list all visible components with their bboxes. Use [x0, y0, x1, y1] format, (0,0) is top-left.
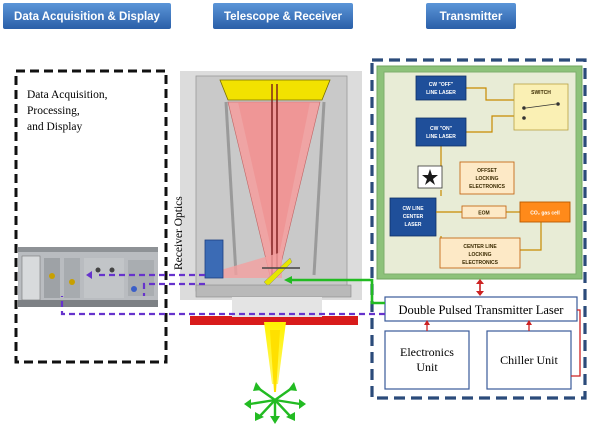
center-locking-label-3: ELECTRONICS: [462, 260, 499, 266]
transmit-beam-path: [290, 278, 385, 305]
cw-off-laser-box: CW "OFF" LINE LASER: [415, 75, 467, 101]
receiver-detector-box: [204, 239, 224, 279]
header-transmitter: Transmitter: [426, 3, 516, 29]
daq-rack-image: [18, 247, 158, 307]
panel-to-laser-arrow: [476, 279, 484, 296]
switch-label: SWITCH: [531, 90, 551, 96]
electronics-unit-label-2: Unit: [416, 360, 438, 374]
unit-connectors: [424, 309, 581, 377]
cw-center-label-3: LASER: [405, 222, 422, 228]
header-data-acquisition: Data Acquisition & Display: [3, 3, 171, 29]
panel-connections: [418, 87, 542, 251]
cw-on-laser-box: CW "ON" LINE LASER: [415, 117, 467, 147]
co2-gas-cell-box: CO₂ gas cell: [519, 201, 571, 223]
transmitter-dashed-box: [370, 58, 587, 400]
electronics-unit-label-1: Electronics: [400, 345, 454, 359]
offset-label-1: OFFSET: [477, 168, 497, 174]
center-locking-box: CENTER LINE LOCKING ELECTRONICS: [439, 237, 521, 269]
cw-center-label-1: CW LINE: [402, 206, 424, 212]
co2-label: CO₂ gas cell: [530, 211, 560, 217]
cw-on-label-1: CW "ON": [430, 126, 453, 132]
center-locking-label-2: LOCKING: [468, 252, 491, 258]
eom-box: EOM: [461, 205, 507, 219]
telescope-assembly: [180, 71, 362, 325]
transmitter-laser-label: Double Pulsed Transmitter Laser: [399, 303, 565, 317]
header-telescope: Telescope & Receiver: [213, 3, 353, 29]
receiver-optics-label: Receiver Optics: [173, 196, 185, 270]
daq-label-line1: Data Acquisition,: [27, 89, 108, 101]
header-telescope-label: Telescope & Receiver: [224, 11, 343, 23]
cw-off-label-1: CW "OFF": [429, 82, 454, 88]
daq-dashed-box: [14, 69, 168, 364]
offset-label-3: ELECTRONICS: [469, 184, 506, 190]
scatter-arrows: [244, 382, 306, 424]
header-transmitter-label: Transmitter: [440, 11, 503, 23]
chiller-unit-box: Chiller Unit: [486, 330, 572, 390]
mixer-star-icon: [417, 165, 443, 189]
electronics-unit-box: Electronics Unit: [384, 330, 470, 390]
switch-box: SWITCH: [513, 83, 569, 131]
cw-off-label-2: LINE LASER: [426, 90, 456, 96]
eom-label: EOM: [478, 211, 489, 217]
daq-label-line3: and Display: [27, 121, 83, 133]
daq-label-line2: Processing,: [27, 105, 80, 117]
offset-locking-box: OFFSET LOCKING ELECTRONICS: [459, 161, 515, 195]
center-locking-label-1: CENTER LINE: [463, 244, 497, 250]
transmitter-laser-box: Double Pulsed Transmitter Laser: [384, 296, 578, 322]
signal-lines: [60, 273, 385, 316]
cw-center-laser-box: CW LINE CENTER LASER: [389, 197, 437, 237]
cw-on-label-2: LINE LASER: [426, 134, 456, 140]
offset-label-2: LOCKING: [475, 176, 498, 182]
cw-center-label-2: CENTER: [403, 214, 424, 220]
header-data-acquisition-label: Data Acquisition & Display: [14, 11, 161, 23]
chiller-unit-label: Chiller Unit: [500, 353, 558, 367]
